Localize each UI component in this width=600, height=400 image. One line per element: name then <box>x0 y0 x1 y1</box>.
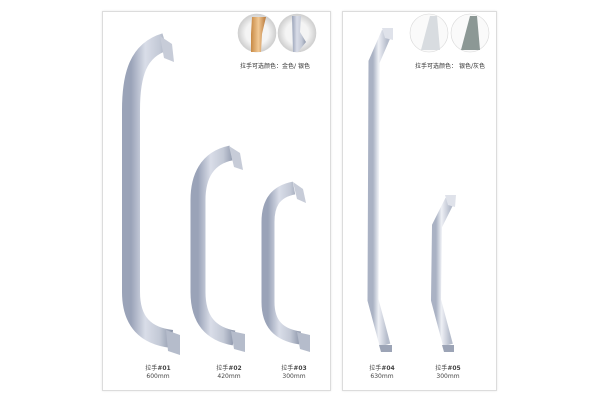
color-options-caption: 拉手可选颜色： 银色/灰色 <box>415 63 485 70</box>
handle-01 <box>122 33 180 355</box>
handle-05 <box>430 195 456 352</box>
handle-03 <box>261 181 310 352</box>
handle-panel-angular <box>342 11 497 391</box>
gold-swatch <box>237 13 277 53</box>
silver-swatch <box>409 13 449 53</box>
silver-swatch <box>277 13 317 53</box>
color-options-caption: 拉手可选颜色：金色/ 银色 <box>240 63 310 70</box>
handle-02 <box>190 145 245 352</box>
grey-swatch <box>450 13 490 53</box>
handle-04 <box>367 28 393 352</box>
